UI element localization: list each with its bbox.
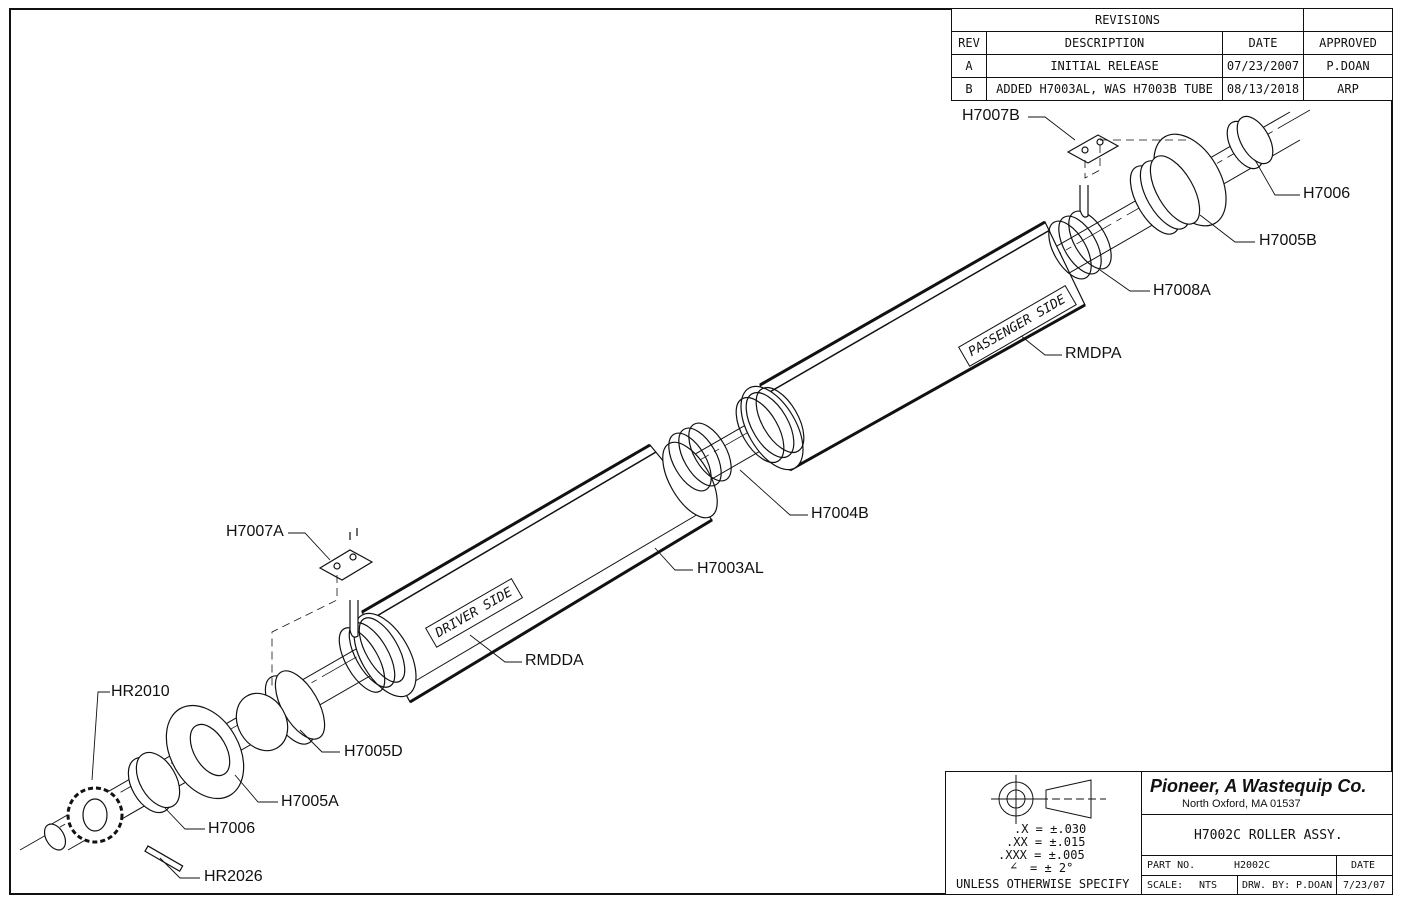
tolerance-cell: .X = ±.030 .XX = ±.015 .XXX = ±.005 ∠ = … [945,771,1142,895]
key-hr2026 [144,845,184,873]
tolerance-angle: = ± 2° [1030,861,1074,875]
leader-lines [91,116,1300,879]
callout-h7008a: H7008A [1153,282,1211,299]
sheet-border [9,8,1393,895]
table-row: A INITIAL RELEASE 07/23/2007 P.DOAN [951,54,1393,78]
company-name: Pioneer, A Wastequip Co. [1150,776,1367,796]
callout-h7004b: H7004B [811,505,869,522]
revisions-table: REVISIONS REV DESCRIPTION DATE APPROVED … [951,8,1393,101]
projection-symbol-icon [991,775,1106,824]
collar-h7006-top [1226,115,1274,170]
bracket-h7007b [1066,134,1120,218]
part-no-label: PART NO. [1147,860,1196,871]
callout-h7006-top: H7006 [1303,185,1351,202]
revisions-header-row: REV DESCRIPTION DATE APPROVED [951,31,1393,55]
callout-hr2026: HR2026 [204,868,263,885]
callout-rmdda: RMDDA [525,652,584,669]
drawing-title: H7002C ROLLER ASSY. [1194,828,1343,843]
bearing-h7005b [1129,133,1227,235]
tolerance-xxx: .XXX = ±.005 [998,848,1085,862]
callout-h7005b: H7005B [1259,232,1317,249]
drawn-by-label: DRW. BY: [1242,880,1291,891]
tolerance-note: UNLESS OTHERWISE SPECIFY [956,877,1130,891]
callout-h7005d: H7005D [344,743,403,760]
sprocket-hr2010 [66,786,124,844]
shaft-end [43,823,67,851]
drawn-by: P.DOAN [1296,880,1333,891]
company-cell: Pioneer, A Wastequip Co. North Oxford, M… [1141,771,1393,815]
callout-h7003al: H7003AL [697,560,764,577]
callout-rmdpa: RMDPA [1065,345,1122,362]
bearing-h7005d [235,670,326,752]
callout-h7006-bottom: H7006 [208,820,256,837]
scale-label: SCALE: [1147,880,1184,891]
callout-h7007a: H7007A [226,523,284,540]
driver-spring-left [338,617,406,693]
passenger-spring-left [735,386,805,464]
driver-spring-right [668,422,732,492]
drawing-title-cell: H7002C ROLLER ASSY. [1141,814,1393,856]
passenger-spring-right [1048,210,1112,280]
bracket-h7007a [318,528,374,638]
revisions-title: REVISIONS [951,8,1304,32]
callout-hr2010: HR2010 [111,683,170,700]
callout-h7007b: H7007B [962,107,1020,124]
flange-h7005a [165,704,245,800]
table-row: B ADDED H7003AL, WAS H7003B TUBE 08/13/2… [951,77,1393,101]
scale-value: NTS [1199,880,1218,891]
collar-h7006-bottom [127,751,181,814]
part-no: H2002C [1234,860,1271,871]
drawing-date: 7/23/07 [1343,880,1386,891]
callout-h7005a: H7005A [281,793,339,810]
angle-icon: ∠ [1010,859,1018,873]
tolerance-x: .X = ±.030 [1014,822,1087,836]
date-label: DATE [1351,860,1376,871]
company-location: North Oxford, MA 01537 [1182,798,1301,810]
tolerance-xx: .XX = ±.015 [1006,835,1086,849]
passenger-tube [740,220,1086,472]
